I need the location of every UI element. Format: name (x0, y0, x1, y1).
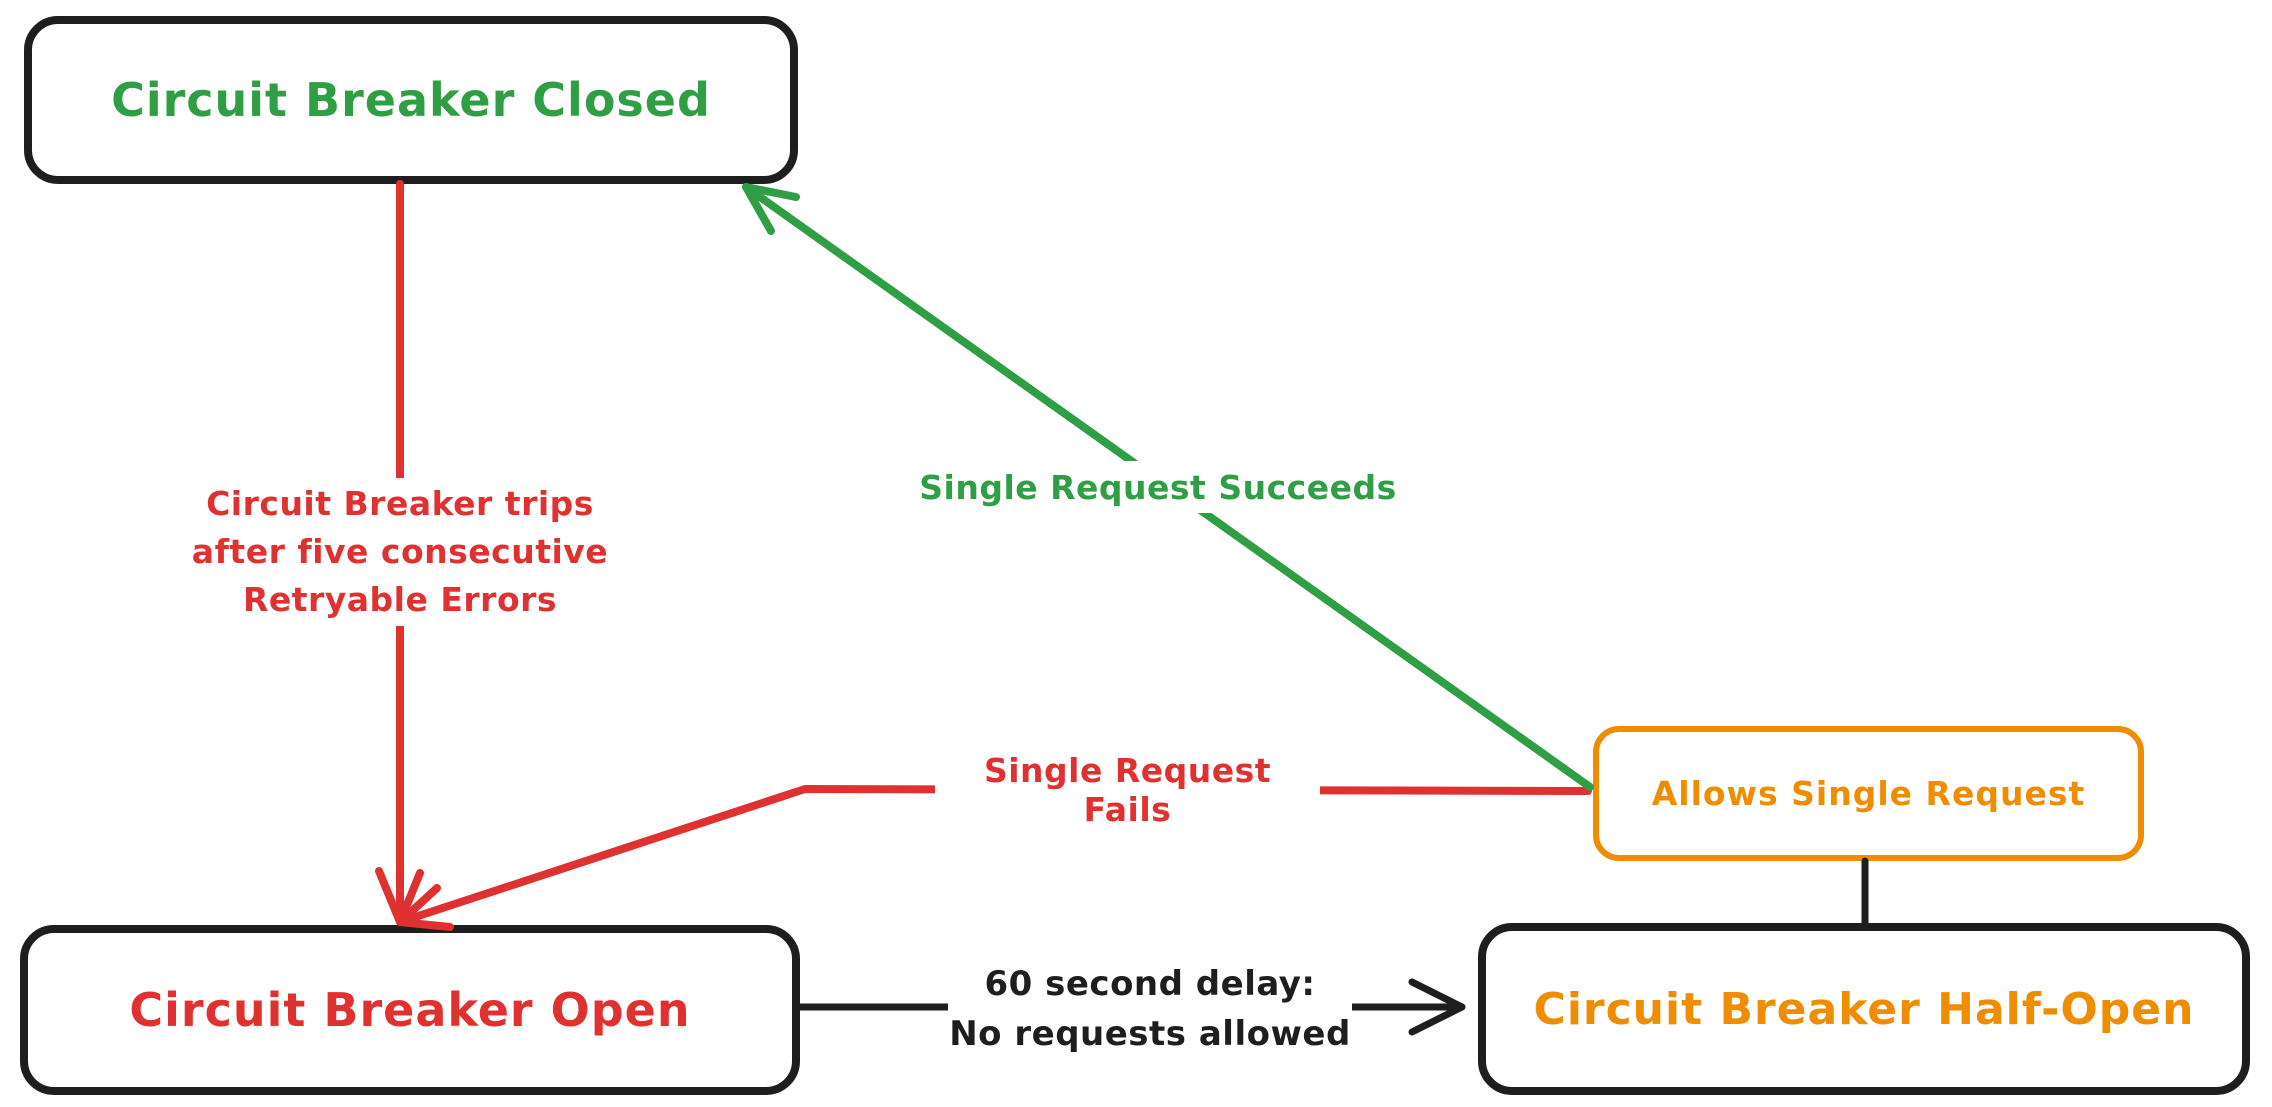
edge-label-trip-line-2: after five consecutive (191, 532, 609, 571)
edge-label-delay-line-2: No requests allowed (949, 1014, 1351, 1054)
edge-label-trip-line-3: Retryable Errors (242, 580, 558, 619)
edge-fail-arrowhead (396, 884, 454, 931)
edge-label-trip: Circuit Breaker trips after five consecu… (170, 478, 630, 626)
node-allows-single-request: Allows Single Request (1593, 726, 2144, 861)
node-half-open-label: Circuit Breaker Half-Open (1533, 983, 2195, 1035)
edge-label-fail: Single Request Fails (935, 751, 1320, 829)
node-circuit-breaker-half-open: Circuit Breaker Half-Open (1478, 923, 2250, 1095)
node-circuit-breaker-open: Circuit Breaker Open (20, 925, 800, 1095)
edge-label-success-text: Single Request Succeeds (919, 467, 1397, 507)
edge-label-success: Single Request Succeeds (908, 461, 1408, 513)
node-circuit-breaker-closed: Circuit Breaker Closed (24, 16, 798, 184)
edge-label-trip-line-1: Circuit Breaker trips (206, 484, 594, 523)
edge-success-arrowhead (742, 183, 800, 235)
edge-fail-line (396, 785, 1592, 926)
edge-delay-arrowhead (1408, 978, 1466, 1036)
node-closed-label: Circuit Breaker Closed (111, 73, 711, 127)
edge-label-delay-line-1: 60 second delay: (984, 964, 1316, 1004)
edge-label-delay: 60 second delay: No requests allowed (948, 959, 1352, 1059)
edge-label-fail-text: Single Request Fails (983, 751, 1272, 829)
node-open-label: Circuit Breaker Open (129, 983, 691, 1037)
node-allows-label: Allows Single Request (1651, 774, 2086, 813)
